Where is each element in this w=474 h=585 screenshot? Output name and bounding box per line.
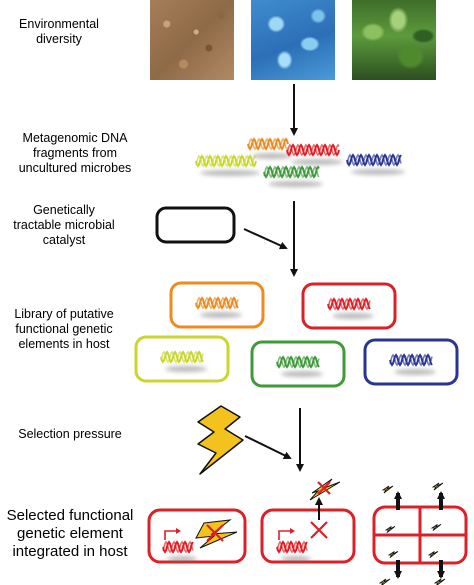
arrow-bolt-to-selected [244, 435, 292, 459]
library-dna-yellow [160, 350, 207, 372]
dna-fragment-blue [346, 153, 405, 175]
small-bolt-icon [433, 578, 446, 585]
dna-fragment-orange [247, 137, 292, 159]
label-genetically-tractable: Genetically tractable microbial catalyst [13, 203, 115, 247]
small-bolt-icon [381, 485, 394, 494]
library-dna-green [276, 355, 323, 377]
library-cell-green [250, 340, 346, 388]
library-cells [134, 281, 459, 388]
small-bolt-icon [384, 526, 396, 534]
label-selected-element: Selected functional genetic element inte… [6, 507, 134, 560]
lightning-bolt-icon [197, 405, 244, 475]
selected-cells [147, 478, 468, 585]
selected-cell-2 [260, 478, 356, 564]
library-cell-blue [363, 338, 459, 386]
dna-fragments [195, 137, 405, 187]
small-bolt-icon [431, 482, 444, 491]
library-dna-orange [195, 296, 242, 318]
small-bolt-icon [387, 551, 399, 559]
dna-fragment-red [286, 143, 343, 165]
dna-fragment-green [263, 165, 323, 187]
label-library: Library of putative functional genetic e… [14, 307, 114, 351]
block-x-icon [310, 521, 328, 539]
soil-photo [150, 0, 234, 80]
library-cell-yellow [134, 335, 230, 383]
label-environmental-diversity: Environmental diversity [19, 17, 99, 46]
library-cell-orange [169, 281, 265, 329]
selected-cell-3-dividing [372, 482, 468, 585]
library-dna-blue [389, 353, 436, 375]
forest-photo [352, 0, 436, 80]
small-bolt-icon [430, 524, 442, 532]
library-dna-red [327, 297, 374, 319]
label-selection-pressure: Selection pressure [18, 427, 122, 441]
water-photo [251, 0, 335, 80]
empty-host-cell [155, 206, 236, 244]
library-cell-red [301, 282, 397, 330]
dna-fragment-yellow [195, 154, 260, 176]
block-x-icon [206, 524, 224, 542]
selected-dna-2 [276, 540, 311, 562]
arrow-host-to-library [243, 228, 288, 250]
small-bolt-icon [378, 578, 391, 585]
selected-cell-1 [147, 508, 247, 564]
label-metagenomic-dna: Metagenomic DNA fragments from unculture… [18, 131, 132, 175]
selected-dna-1 [162, 540, 197, 562]
small-bolt-icon [427, 551, 439, 559]
block-x-icon [317, 481, 331, 495]
